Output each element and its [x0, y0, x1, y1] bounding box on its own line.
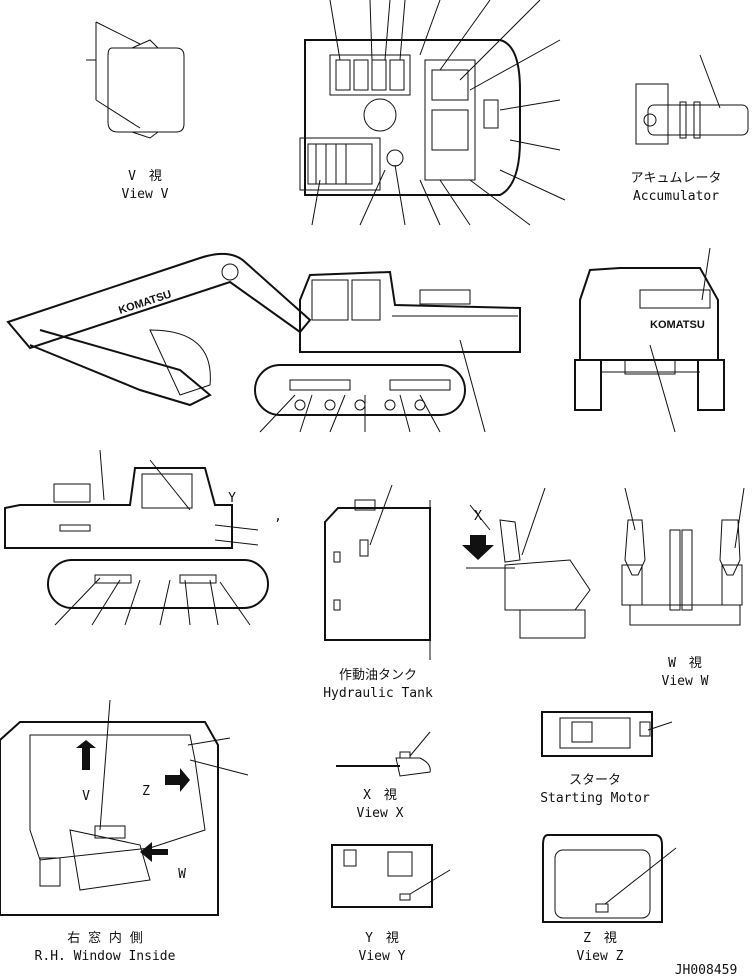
z-marker: Z [142, 784, 150, 799]
view-w-caption-jp: W 視 [668, 656, 702, 671]
view-w-caption-en: View W [662, 674, 709, 689]
hydraulic-tank-caption-en: Hydraulic Tank [323, 686, 433, 701]
hydraulic-tank [324, 484, 431, 660]
view-x-drawing [336, 731, 431, 777]
accumulator-caption-jp: アキュムレータ [630, 171, 721, 186]
starting-motor-drawing [541, 711, 673, 757]
control-lever-side: X [462, 487, 591, 639]
starting-motor-caption-jp: スタータ [569, 773, 621, 788]
top-plan-view [299, 0, 566, 226]
view-y-caption-en: View Y [359, 949, 406, 964]
view-z-caption-jp: Z 視 [583, 931, 617, 946]
accumulator-caption-en: Accumulator [633, 189, 719, 204]
drawing-number: JH008459 [675, 963, 738, 978]
x-marker: X [474, 509, 482, 524]
rh-window-caption-en: R.H. Window Inside [35, 949, 176, 964]
rh-window-inside: V Z W [0, 699, 249, 916]
y-marker: Y [228, 491, 236, 506]
view-x-caption-jp: X 視 [363, 788, 397, 803]
view-v-caption-jp: V 視 [128, 169, 162, 184]
view-y-drawing [331, 844, 451, 908]
excavator-rear-view: KOMATSU [574, 247, 725, 433]
view-z-caption-en: View Z [577, 949, 624, 964]
view-v-decal [86, 21, 185, 139]
view-z-drawing [542, 834, 677, 923]
view-x-caption-en: View X [357, 806, 404, 821]
v-marker: V [82, 789, 90, 804]
view-v-caption-en: View V [122, 187, 169, 202]
view-w-drawing [621, 487, 745, 626]
excavator-side-view: KOMATSU [6, 252, 521, 433]
hydraulic-tank-caption-jp: 作動油タンク [339, 668, 417, 683]
w-marker: W [178, 867, 186, 882]
starting-motor-caption-en: Starting Motor [540, 791, 650, 806]
excavator-left-view: Y , [4, 449, 282, 626]
view-y-caption-jp: Y 視 [365, 931, 399, 946]
accumulator-part [635, 54, 749, 145]
rear-brand-text: KOMATSU [650, 319, 705, 331]
comma-mark: , [274, 509, 282, 524]
rh-window-caption-jp: 右 窓 内 側 [67, 930, 142, 946]
